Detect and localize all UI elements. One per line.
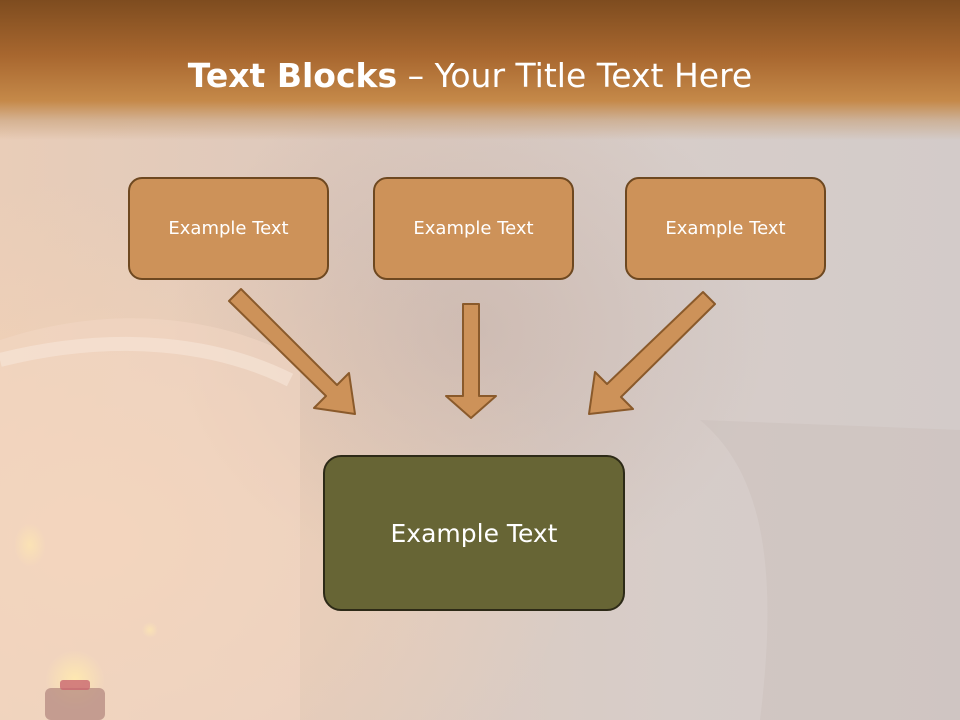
title-bold: Text Blocks: [187, 56, 398, 95]
text-block-middle[interactable]: Example Text: [373, 177, 574, 280]
arrow-left-diagonal-icon: [228, 288, 356, 415]
text-block-center[interactable]: Example Text: [323, 455, 625, 611]
arrow-right-diagonal-icon: [588, 291, 716, 415]
text-block-middle-label: Example Text: [413, 218, 534, 239]
title-rest: – Your Title Text Here: [397, 56, 753, 95]
slide-title: Text Blocks – Your Title Text Here: [0, 54, 940, 98]
text-block-left[interactable]: Example Text: [128, 177, 329, 280]
text-block-center-label: Example Text: [390, 518, 558, 548]
arrow-down-icon: [445, 303, 497, 419]
text-block-right[interactable]: Example Text: [625, 177, 826, 280]
text-block-right-label: Example Text: [665, 218, 786, 239]
title-bar: [0, 0, 960, 140]
text-block-left-label: Example Text: [168, 218, 289, 239]
